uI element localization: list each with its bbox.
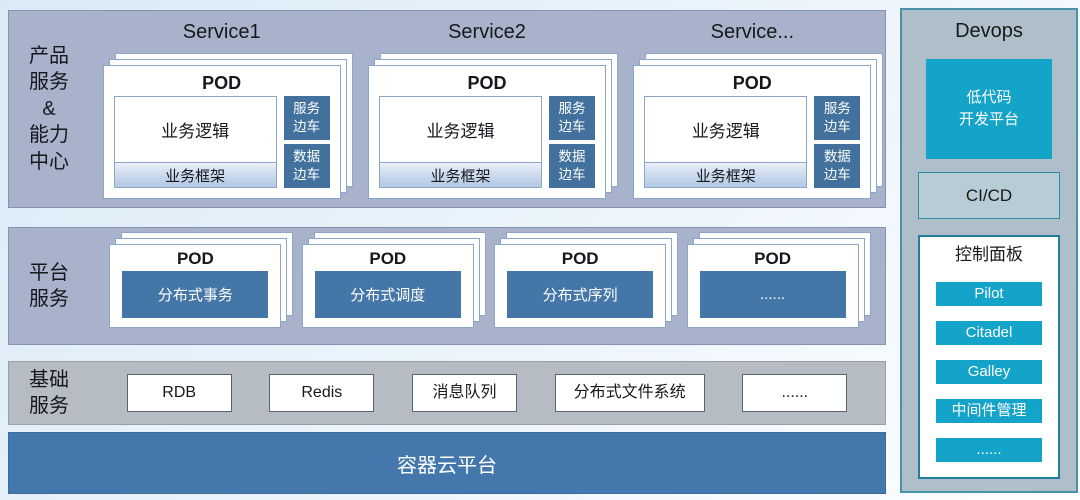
platform-pod-card: POD 分布式事务 <box>109 244 282 328</box>
control-panel-item-galley: Galley <box>936 360 1042 384</box>
platform-pod-card: POD 分布式调度 <box>301 244 474 328</box>
sidecars: 服务 边车 数据 边车 <box>283 96 330 188</box>
platform-pod-label: 分布式序列 <box>507 271 654 318</box>
basic-band-label: 基础 服务 <box>29 368 69 417</box>
basic-item-distributed-fs: 分布式文件系统 <box>554 374 705 412</box>
control-panel-title: 控制面板 <box>955 245 1023 264</box>
pod-body: 业务逻辑 业务框架 服务 边车 数据 边车 <box>378 96 595 188</box>
platform-pod-label: 分布式事务 <box>122 271 269 318</box>
service-sidecar: 服务 边车 <box>283 96 330 140</box>
container-cloud-label: 容器云平台 <box>397 454 497 477</box>
product-services-band: 产品 服务 & 能力 中心 Service1 POD 业务逻辑 业务框架 <box>8 10 886 208</box>
data-sidecar: 数据 边车 <box>548 144 595 188</box>
basic-item-rdb: RDB <box>126 374 232 412</box>
low-code-platform-box: 低代码 开发平台 <box>926 59 1052 159</box>
business-logic: 业务逻辑 <box>161 122 230 141</box>
pod-card: POD 业务逻辑 业务框架 服务 边车 数据 边车 <box>102 65 341 199</box>
business-framework: 业务框架 <box>114 162 276 187</box>
business-box: 业务逻辑 业务框架 <box>113 96 277 188</box>
service-groups: Service1 POD 业务逻辑 业务框架 服务 边车 <box>89 11 885 207</box>
cicd-box: CI/CD <box>918 172 1060 219</box>
pod-title: POD <box>369 249 407 268</box>
architecture-diagram: 产品 服务 & 能力 中心 Service1 POD 业务逻辑 业务框架 <box>8 10 886 494</box>
platform-pod-label: ...... <box>699 271 846 318</box>
sidecars: 服务 边车 数据 边车 <box>814 96 861 188</box>
business-box: 业务逻辑 业务框架 <box>644 96 808 188</box>
pod-card: POD 业务逻辑 业务框架 服务 边车 数据 边车 <box>367 65 606 199</box>
platform-pod-stack: POD 分布式序列 <box>494 232 679 328</box>
pod-card: POD 业务逻辑 业务框架 服务 边车 数据 边车 <box>633 65 872 199</box>
service-title: Service1 <box>182 21 261 43</box>
pod-stack: POD 业务逻辑 业务框架 服务 边车 数据 边车 <box>102 53 353 199</box>
basic-services-band: 基础 服务 RDB Redis 消息队列 分布式文件系统 ...... <box>8 361 886 425</box>
pod-title: POD <box>467 73 507 93</box>
pod-stack: POD 业务逻辑 业务框架 服务 边车 数据 边车 <box>633 53 884 199</box>
pod-title: POD <box>754 249 791 268</box>
sidecars: 服务 边车 数据 边车 <box>548 96 595 188</box>
platform-band-label: 平台 服务 <box>29 261 69 310</box>
service-sidecar: 服务 边车 <box>814 96 861 140</box>
product-band-label: 产品 服务 & 能力 中心 <box>29 45 69 173</box>
service-group-1: Service1 POD 业务逻辑 业务框架 服务 边车 <box>89 11 354 207</box>
pod-title: POD <box>176 249 214 268</box>
business-logic: 业务逻辑 <box>426 122 495 141</box>
data-sidecar: 数据 边车 <box>283 144 330 188</box>
pod-title: POD <box>202 73 242 93</box>
platform-pod-card: POD ...... <box>686 244 859 328</box>
service-sidecar: 服务 边车 <box>548 96 595 140</box>
business-logic: 业务逻辑 <box>691 122 760 141</box>
control-panel-item-pilot: Pilot <box>936 282 1042 306</box>
platform-pod-stack: POD 分布式事务 <box>109 232 294 328</box>
devops-title: Devops <box>955 20 1023 42</box>
pod-body: 业务逻辑 业务框架 服务 边车 数据 边车 <box>113 96 330 188</box>
platform-pod-label: 分布式调度 <box>314 271 461 318</box>
data-sidecar: 数据 边车 <box>814 144 861 188</box>
service-title: Service2 <box>448 21 526 43</box>
pod-title: POD <box>561 249 599 268</box>
basic-item-more: ...... <box>742 374 848 412</box>
basic-service-items: RDB Redis 消息队列 分布式文件系统 ...... <box>89 374 885 412</box>
control-panel-item-middleware: 中间件管理 <box>936 399 1042 423</box>
basic-item-redis: Redis <box>269 374 375 412</box>
devops-column: Devops 低代码 开发平台 CI/CD 控制面板 Pilot Citadel… <box>900 8 1078 493</box>
service-title: Service... <box>710 21 794 43</box>
pod-stack: POD 业务逻辑 业务框架 服务 边车 数据 边车 <box>367 53 618 199</box>
platform-pods: POD 分布式事务 POD 分布式调度 POD 分布式序列 <box>89 228 885 344</box>
pod-title: POD <box>732 73 772 93</box>
container-cloud-band: 容器云平台 <box>8 432 886 494</box>
platform-services-band: 平台 服务 POD 分布式事务 POD 分布式调度 <box>8 227 886 345</box>
platform-pod-card: POD 分布式序列 <box>494 244 667 328</box>
control-panel: 控制面板 Pilot Citadel Galley 中间件管理 ...... <box>918 235 1060 479</box>
basic-item-message-queue: 消息队列 <box>411 374 517 412</box>
business-box: 业务逻辑 业务框架 <box>378 96 542 188</box>
service-group-3: Service... POD 业务逻辑 业务框架 服务 边车 <box>620 11 885 207</box>
pod-body: 业务逻辑 业务框架 服务 边车 数据 边车 <box>644 96 861 188</box>
platform-pod-stack: POD ...... <box>686 232 871 328</box>
platform-pod-stack: POD 分布式调度 <box>301 232 486 328</box>
business-framework: 业务框架 <box>645 162 807 187</box>
service-group-2: Service2 POD 业务逻辑 业务框架 服务 边车 <box>354 11 619 207</box>
control-panel-item-more: ...... <box>936 438 1042 462</box>
business-framework: 业务框架 <box>379 162 541 187</box>
control-panel-item-citadel: Citadel <box>936 321 1042 345</box>
